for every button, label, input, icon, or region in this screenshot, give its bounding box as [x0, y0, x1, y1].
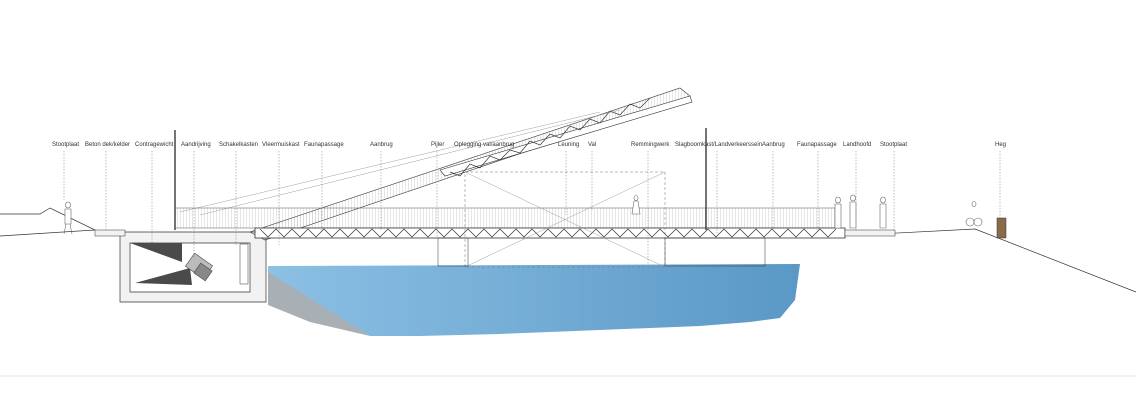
label-val: Val	[588, 142, 596, 148]
drive-mechanism	[185, 252, 213, 282]
label-aanbrug-left: Aanbrug	[370, 142, 393, 148]
label-beton-dek-kelder: Beton dek/kelder	[85, 142, 130, 148]
label-schakelkasten: Schakelkasten	[219, 142, 258, 148]
label-contragewicht: Contragewicht	[135, 142, 174, 148]
label-oplegging: Oplegging val/aanbrug	[454, 142, 514, 148]
people-figures	[63, 194, 983, 235]
label-landhoofd: Landhoofd	[843, 142, 871, 148]
deck-truss	[259, 228, 837, 238]
hedge	[996, 217, 1007, 239]
label-aandrijving: Aandrijving	[181, 142, 211, 148]
pier-left	[437, 237, 469, 267]
embankment	[268, 272, 370, 336]
label-pijler: Pijler	[431, 142, 444, 148]
pier-right	[664, 237, 766, 267]
label-slagboomkast: Slagboomkast/Landverkeerssein	[675, 142, 762, 148]
counterweight-upper	[130, 243, 182, 262]
railing	[174, 207, 841, 229]
stootplaat-right	[844, 229, 896, 237]
label-stootplaat-right: Stootplaat	[880, 142, 907, 148]
basement-kelder	[119, 231, 267, 303]
ground-left	[0, 207, 97, 237]
pier-outline	[464, 171, 666, 268]
label-leuning: Leuning	[558, 142, 579, 148]
stootplaat-left	[94, 229, 126, 237]
label-faunapassage-right: Faunapassage	[797, 142, 837, 148]
label-aanbrug-right: Aanbrug	[762, 142, 785, 148]
label-remmingwerk: Remmingwerk	[631, 142, 670, 148]
label-vleermuiskast: Vleermuiskast	[262, 142, 300, 148]
vleermuiskast-box	[239, 243, 249, 285]
counterweight-lower	[135, 268, 192, 285]
water	[268, 264, 800, 336]
leader-lines	[63, 151, 1001, 265]
label-heg: Heg	[995, 142, 1006, 148]
label-stootplaat-left: Stootplaat	[52, 142, 79, 148]
ground-right	[839, 228, 1136, 293]
label-faunapassage-left: Faunapassage	[304, 142, 344, 148]
